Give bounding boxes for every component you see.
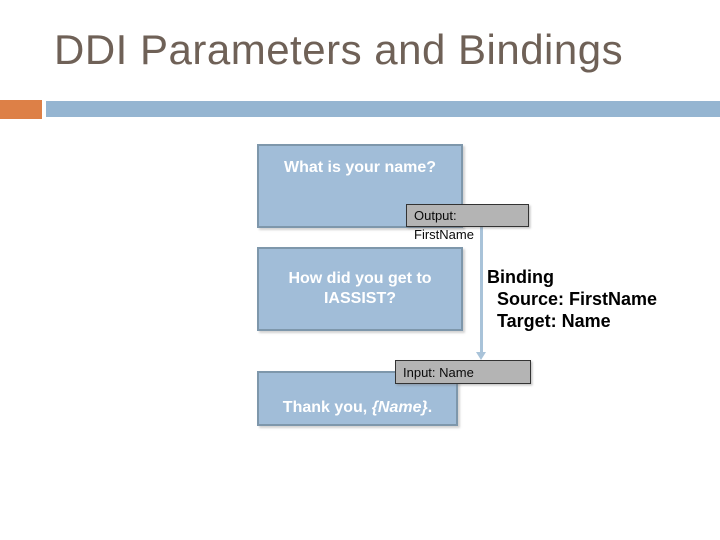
input-parameter-tag: Input: Name (395, 360, 531, 384)
question-box-3-suffix: . (427, 399, 433, 416)
header-accent-blue-bar (46, 101, 720, 117)
question-box-3-prefix: Thank you, (282, 399, 372, 416)
input-tag-label: Input: Name (403, 365, 474, 380)
question-box-1: What is your name? (257, 144, 463, 228)
question-box-1-label: What is your name? (283, 159, 437, 176)
question-box-2: How did you get to IASSIST? (257, 247, 463, 331)
binding-connector-line (480, 227, 483, 353)
question-box-2-label: How did you get to IASSIST? (288, 270, 432, 307)
binding-connector-arrowhead-icon (476, 352, 486, 360)
header-accent-orange-block (0, 100, 42, 119)
output-tag-label: Output: (414, 208, 457, 223)
question-box-3-variable: {Name} (371, 399, 428, 416)
binding-title: Binding (487, 267, 554, 287)
output-tag-value: FirstName (414, 227, 474, 242)
question-box-3: Thank you, {Name}. (257, 371, 458, 426)
binding-source: Source: FirstName (497, 289, 658, 309)
binding-annotation: Binding Source: FirstName Target: Name (487, 266, 657, 332)
slide-title: DDI Parameters and Bindings (54, 26, 624, 73)
output-parameter-tag: Output: FirstName (406, 204, 529, 242)
binding-target: Target: Name (497, 311, 611, 331)
